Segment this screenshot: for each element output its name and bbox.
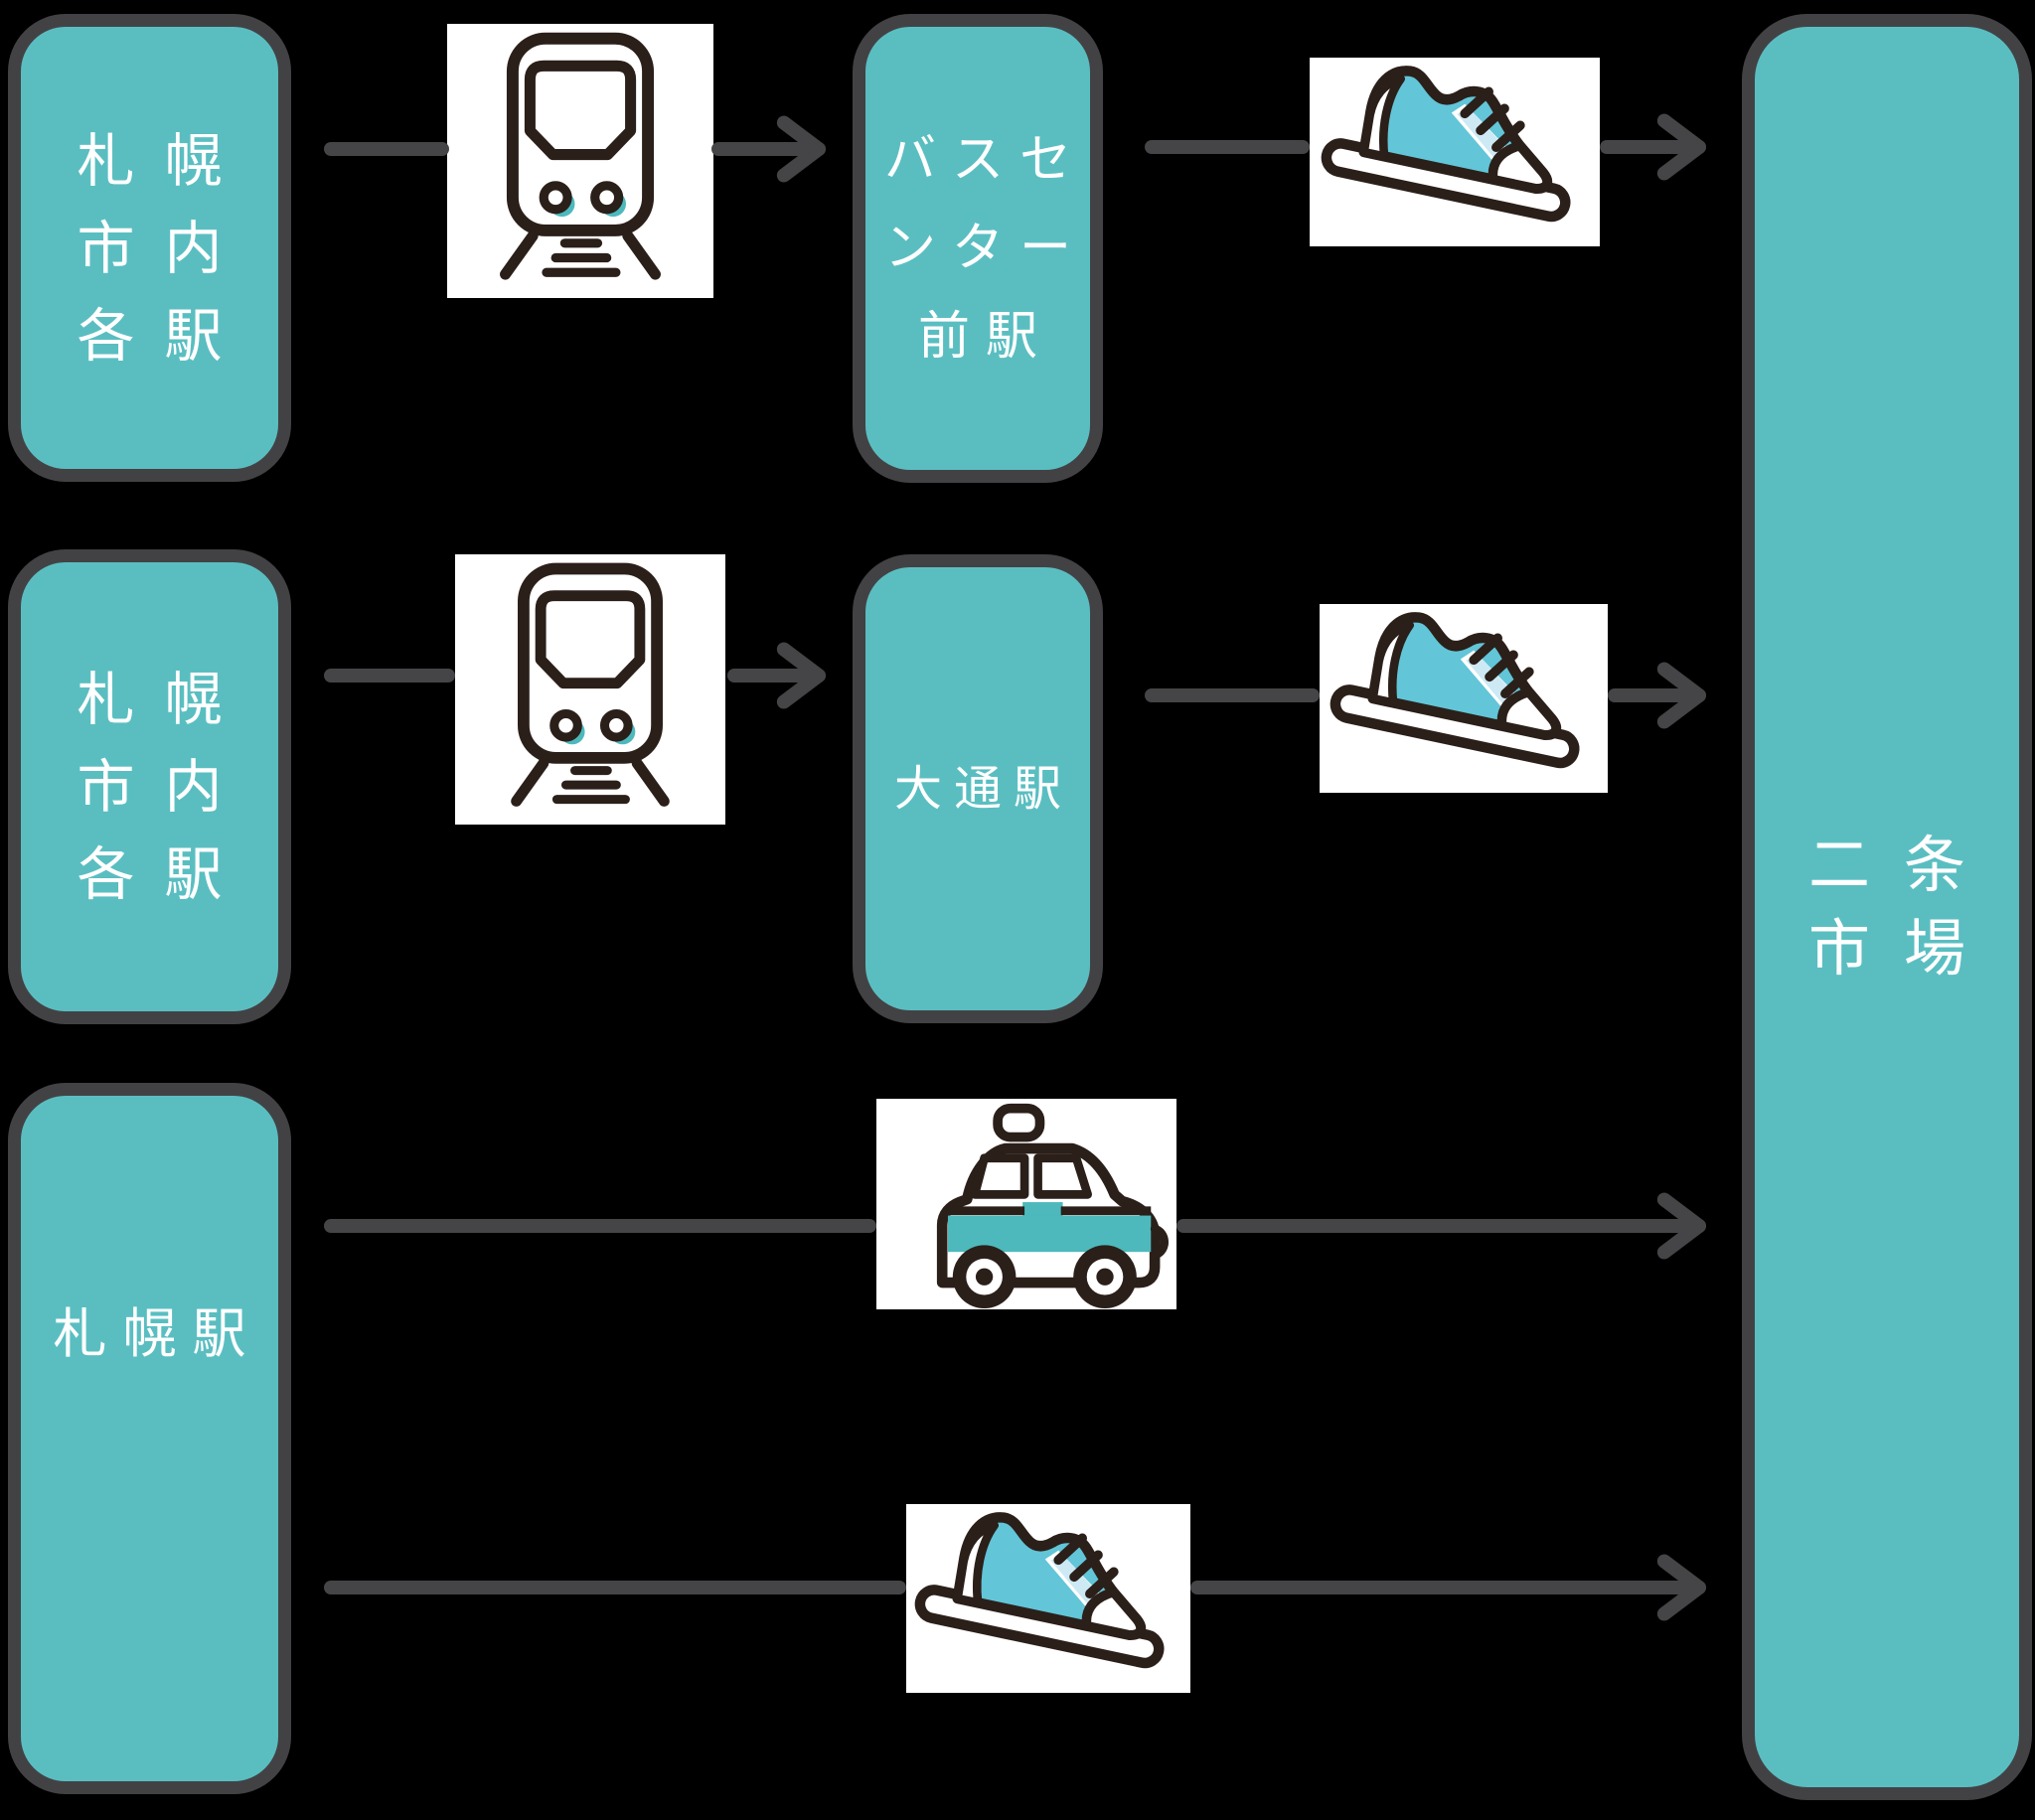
arrow-row3-taxi-to-market	[1176, 1219, 1703, 1233]
arrow-row4-walk-to-market	[1190, 1581, 1703, 1594]
arrow-row1-walk-to-market	[1600, 140, 1703, 154]
transport-tile-walk-row4	[906, 1504, 1190, 1693]
arrow-row2-train-to-odori	[727, 669, 823, 682]
box-label-line: 二条	[1807, 829, 1999, 901]
origin-box-sapporo-station: 札幌駅	[8, 1083, 291, 1794]
box-label-line: 大通駅	[893, 761, 1073, 817]
transport-tile-walk-row1	[1310, 58, 1600, 246]
arrow-row1-train-to-buscenter	[711, 142, 823, 156]
arrow-row1-buscenter-to-walk	[1145, 140, 1310, 154]
box-label-line: 札幌	[77, 126, 252, 195]
box-label-line: 各駅	[77, 840, 252, 908]
box-label-line: 市内	[77, 753, 252, 821]
walking-shoe-icon	[1310, 58, 1600, 246]
transport-tile-taxi-row3	[876, 1099, 1176, 1309]
box-label-line: 各駅	[77, 301, 252, 370]
destination-box-nijo-market: 二条 市場	[1742, 14, 2032, 1800]
arrow-row2-walk-to-market	[1608, 688, 1703, 702]
arrow-row4-station-to-walk	[324, 1581, 906, 1594]
box-label-line: 前駅	[917, 306, 1053, 367]
origin-box-sapporo-city-stations-row2: 札幌 市内 各駅	[8, 549, 291, 1024]
arrow-row1-origin-to-train	[324, 142, 449, 156]
transport-tile-train-row2	[455, 554, 725, 825]
taxi-icon	[876, 1099, 1176, 1309]
box-label-line: 市内	[77, 214, 252, 282]
arrow-row2-odori-to-walk	[1145, 688, 1320, 702]
box-label-line: 札幌駅	[53, 1302, 262, 1365]
transport-tile-train-row1	[447, 24, 713, 298]
box-label-line: バスセ	[883, 129, 1087, 190]
via-box-odori-station: 大通駅	[853, 554, 1103, 1023]
box-label-line: 札幌	[77, 666, 252, 733]
via-box-bus-center-mae-station: バスセ ンター 前駅	[853, 14, 1103, 483]
transport-tile-walk-row2	[1320, 604, 1608, 793]
box-label-line: ンター	[883, 218, 1087, 278]
walking-shoe-icon	[906, 1504, 1190, 1693]
arrow-row3-station-to-taxi	[324, 1219, 876, 1233]
arrow-row2-origin-to-train	[324, 669, 455, 682]
origin-box-sapporo-city-stations-row1: 札幌 市内 各駅	[8, 14, 291, 482]
box-label-line: 市場	[1807, 912, 1999, 985]
walking-shoe-icon	[1320, 604, 1608, 793]
train-icon	[455, 554, 725, 825]
train-icon	[447, 24, 713, 298]
